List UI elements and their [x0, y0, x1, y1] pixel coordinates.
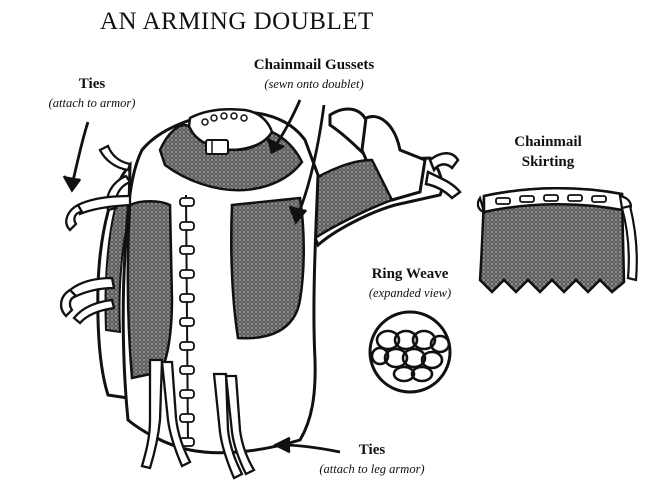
diagram-title: An Arming Doublet: [100, 8, 374, 35]
label-skirting-line2: Skirting: [521, 154, 575, 170]
label-ties-bottom: Ties: [358, 442, 386, 458]
label-ties-top: Ties: [78, 76, 106, 92]
sleeve-gusset: [303, 158, 394, 243]
label-skirting-line1: Chainmail: [514, 134, 582, 150]
note-ring-weave: (expanded view): [368, 286, 452, 300]
left-chest-gusset: [126, 200, 174, 380]
collar-buckle: [205, 139, 229, 155]
ring-weave-detail: [368, 310, 452, 394]
front-toggles: [179, 197, 195, 447]
sleeve-ties: [424, 152, 462, 200]
collar-gusset: [158, 123, 304, 192]
chainmail-skirting: [476, 187, 638, 294]
note-ties-bottom: (attach to leg armor): [319, 462, 425, 476]
bottom-ties: [140, 358, 256, 480]
label-gussets: Chainmail Gussets: [253, 57, 375, 73]
arrow-ties-top: [62, 121, 90, 193]
left-ties: [59, 144, 132, 325]
arrow-gussets-chest: [288, 104, 326, 225]
note-ties-top: (attach to armor): [48, 96, 136, 110]
note-gussets: (sewn onto doublet): [264, 77, 364, 91]
arrow-ties-bottom: [272, 436, 341, 454]
collar-rings: [201, 112, 248, 126]
arrow-gussets-collar: [266, 99, 302, 155]
label-ring-weave: Ring Weave: [371, 266, 449, 282]
right-chest-gusset: [230, 196, 305, 340]
